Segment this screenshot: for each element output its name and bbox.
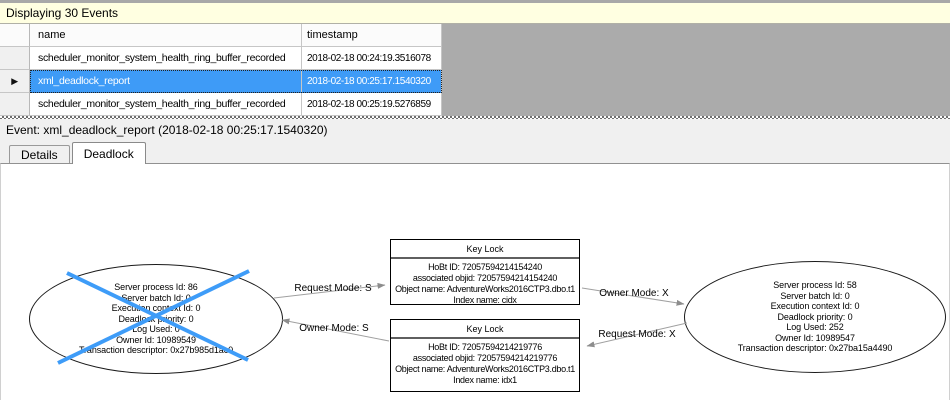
resource-node-keylock-bottom[interactable]: Key Lock HoBt ID: 72057594214219776 asso…: [390, 319, 580, 392]
deadlock-graph-panel: Server process Id: 86 Server batch Id: 0…: [0, 163, 950, 400]
resource-line: HoBt ID: 72057594214219776: [428, 342, 542, 352]
resource-line: HoBt ID: 72057594214154240: [428, 262, 542, 272]
edge-label-request-x: Request Mode: X: [598, 329, 676, 340]
resource-line: associated objid: 72057594214154240: [412, 273, 558, 283]
tab-details[interactable]: Details: [9, 145, 70, 163]
grid-corner-cell: [0, 24, 30, 47]
resource-line: associated objid: 72057594214219776: [412, 353, 558, 363]
row-header-cell[interactable]: [0, 93, 30, 116]
process-line: Transaction descriptor: 0x27ba15a4490: [737, 343, 893, 354]
process-line: Server batch Id: 0: [121, 292, 191, 303]
resource-line: Object name: AdventureWorks2016CTP3.dbo.…: [395, 364, 575, 374]
process-line: Log Used: 0: [132, 324, 180, 335]
event-detail-bar: Event: xml_deadlock_report (2018-02-18 0…: [0, 119, 950, 141]
resource-node-keylock-top[interactable]: Key Lock HoBt ID: 72057594214154240 asso…: [390, 239, 580, 305]
process-line: Owner Id: 10989547: [775, 332, 855, 343]
events-grid: name timestamp scheduler_monitor_system_…: [0, 24, 950, 116]
edge-label-owner-x: Owner Mode: X: [599, 288, 669, 299]
process-line: Server batch Id: 0: [780, 290, 850, 301]
process-line: Server process Id: 58: [773, 279, 857, 290]
process-line: Server process Id: 86: [114, 281, 198, 292]
edge-label-request-s: Request Mode: S: [294, 283, 372, 294]
table-row[interactable]: scheduler_monitor_system_health_ring_buf…: [0, 47, 950, 70]
event-timestamp-cell[interactable]: 2018-02-18 00:24:19.3516078: [302, 47, 442, 70]
resource-line: Index name: cidx: [453, 295, 517, 305]
table-row[interactable]: scheduler_monitor_system_health_ring_buf…: [0, 93, 950, 116]
horizontal-splitter[interactable]: [0, 116, 950, 119]
process-node-owner[interactable]: Server process Id: 58 Server batch Id: 0…: [684, 261, 946, 373]
column-header-timestamp[interactable]: timestamp: [302, 24, 442, 47]
edge-label-owner-s: Owner Mode: S: [299, 323, 369, 334]
event-name-cell[interactable]: xml_deadlock_report: [30, 70, 302, 93]
selected-row-marker-icon: ▶: [11, 75, 18, 86]
events-count-label: Displaying 30 Events: [6, 6, 119, 20]
process-line: Deadlock priority: 0: [118, 313, 194, 324]
event-detail-label: Event: xml_deadlock_report (2018-02-18 0…: [6, 123, 328, 137]
resource-line: Index name: idx1: [453, 375, 517, 385]
event-timestamp-cell[interactable]: 2018-02-18 00:25:17.1540320: [302, 70, 442, 93]
top-divider: [0, 0, 950, 3]
resource-line: Object name: AdventureWorks2016CTP3.dbo.…: [395, 284, 575, 294]
row-header-cell[interactable]: ▶: [0, 70, 30, 93]
row-header-cell[interactable]: [0, 47, 30, 70]
process-line: Log Used: 252: [786, 322, 844, 333]
event-timestamp-cell[interactable]: 2018-02-18 00:25:19.5276859: [302, 93, 442, 116]
resource-title: Key Lock: [391, 240, 579, 259]
table-row-selected[interactable]: ▶ xml_deadlock_report 2018-02-18 00:25:1…: [0, 70, 950, 93]
event-name-cell[interactable]: scheduler_monitor_system_health_ring_buf…: [30, 47, 302, 70]
event-name-cell[interactable]: scheduler_monitor_system_health_ring_buf…: [30, 93, 302, 116]
column-header-name[interactable]: name: [30, 24, 302, 47]
resource-title: Key Lock: [391, 320, 579, 339]
process-line: Owner Id: 10989549: [116, 334, 196, 345]
process-line: Execution context Id: 0: [111, 303, 201, 314]
process-line: Deadlock priority: 0: [777, 311, 853, 322]
process-node-victim[interactable]: Server process Id: 86 Server batch Id: 0…: [29, 264, 283, 374]
events-count-bar: Displaying 30 Events: [0, 3, 950, 24]
grid-header-row: name timestamp: [0, 24, 950, 47]
detail-tabstrip: Details Deadlock: [0, 141, 950, 164]
process-line: Transaction descriptor: 0x27b985d1ac0: [78, 345, 234, 356]
process-line: Execution context Id: 0: [770, 301, 860, 312]
tab-deadlock[interactable]: Deadlock: [71, 142, 146, 164]
